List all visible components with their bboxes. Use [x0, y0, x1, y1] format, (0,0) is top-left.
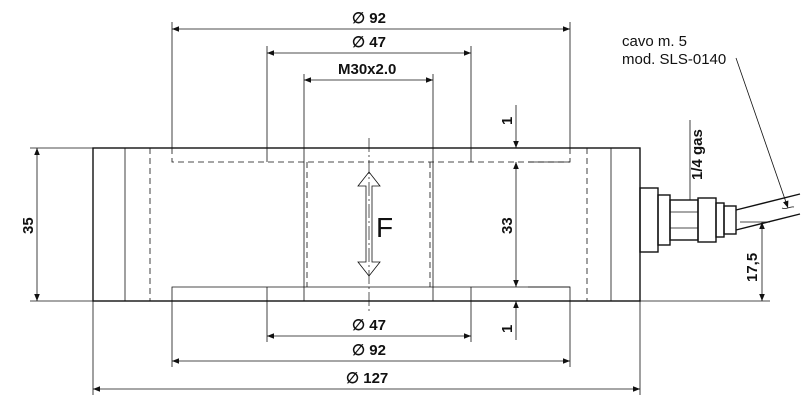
dimension-label-offset-bottom: 1 [499, 325, 516, 333]
dimension-diameter-92-bottom [171, 301, 571, 367]
dimension-label-diameter-92-top: ∅ 92 [352, 10, 386, 27]
dimension-thread [303, 74, 434, 148]
cable-note-leader [735, 57, 789, 209]
gas-thread-label: 1/4 gas [689, 129, 706, 180]
dimension-label-connector-height: 17,5 [744, 253, 761, 282]
dimension-offset-bottom [508, 300, 570, 340]
cable-connector [639, 187, 801, 253]
dimension-label-height-35: 35 [20, 217, 37, 234]
dimension-label-diameter-47-bottom: ∅ 47 [352, 317, 386, 334]
dimension-label-diameter-127: ∅ 127 [346, 370, 388, 387]
force-arrow [357, 171, 381, 277]
cable-note-line2: mod. SLS-0140 [622, 51, 726, 68]
dimension-diameter-47-top [266, 46, 472, 148]
dimension-connector-height [640, 221, 770, 302]
dimension-label-diameter-47-top: ∅ 47 [352, 34, 386, 51]
dimension-diameter-127 [92, 301, 641, 395]
force-label: F [376, 212, 393, 243]
dimension-diameter-92-top [171, 22, 571, 148]
dimension-height-35 [30, 147, 93, 302]
dimension-offset-top [508, 105, 570, 149]
dimension-label-height-33: 33 [499, 217, 516, 234]
dimension-label-diameter-92-bottom: ∅ 92 [352, 342, 386, 359]
dimension-diameter-47-bottom [266, 301, 472, 342]
dimension-label-thread: M30x2.0 [338, 61, 396, 78]
dimension-label-offset-top: 1 [499, 117, 516, 125]
load-cell-body [92, 138, 641, 312]
cable-note-line1: cavo m. 5 [622, 33, 687, 50]
dimension-height-33 [513, 161, 570, 288]
